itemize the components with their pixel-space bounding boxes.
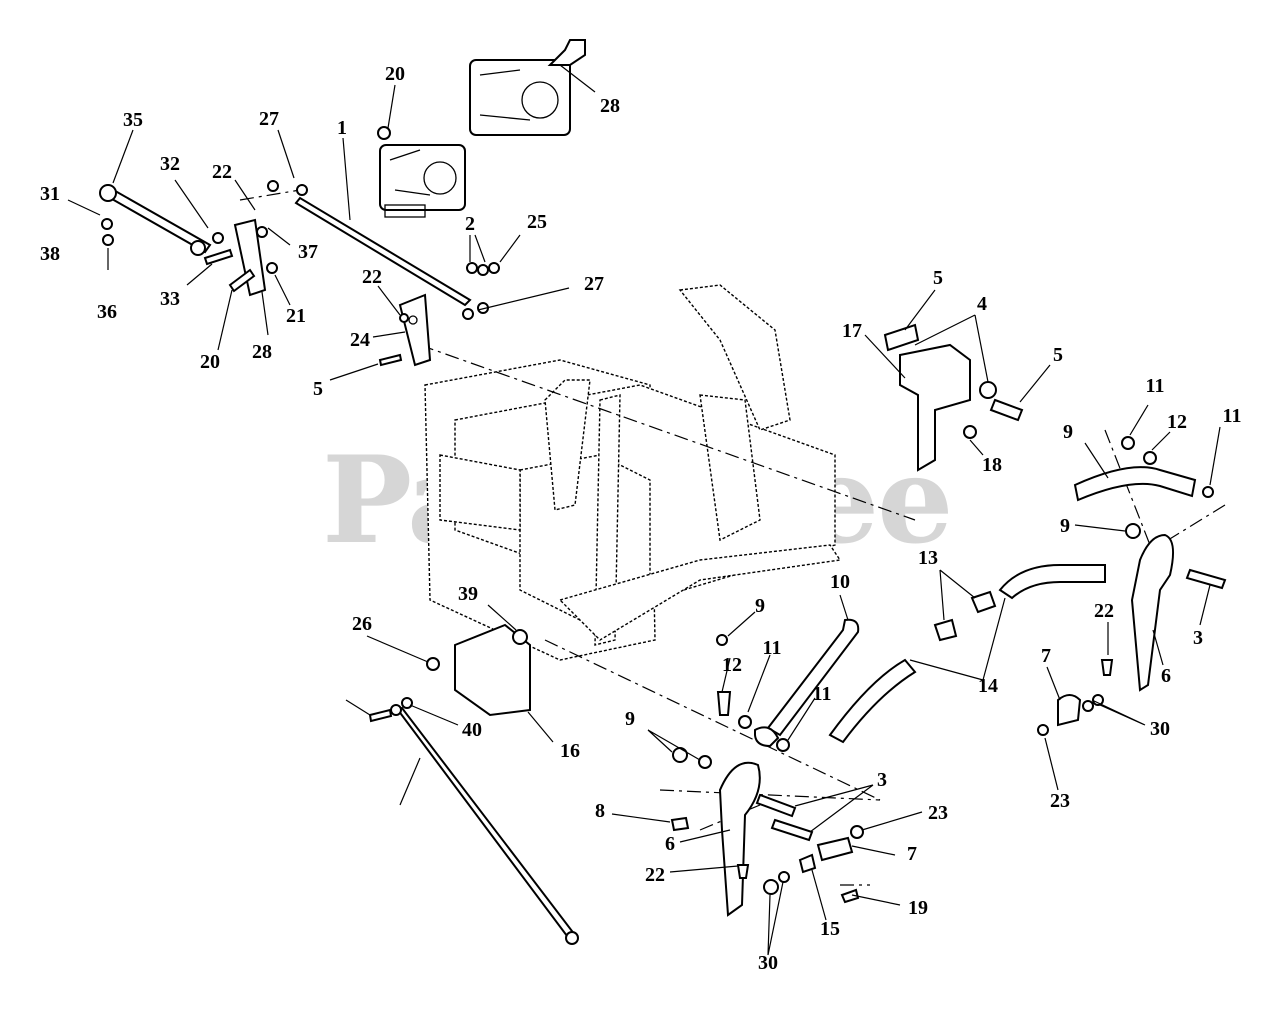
callout-37: 39 bbox=[458, 583, 478, 605]
leader-lines bbox=[67, 64, 1221, 956]
callout-9-right: 9 bbox=[1060, 515, 1070, 537]
callout-24: 24 bbox=[350, 329, 370, 351]
callout-10-center: 10 bbox=[830, 571, 850, 593]
callout-23-lower: 23 bbox=[928, 802, 948, 824]
callout-21: 22 bbox=[212, 161, 232, 183]
handle-10-right bbox=[1073, 436, 1214, 502]
callout-3-lower: 3 bbox=[877, 769, 887, 791]
callout-19-lower: 19 bbox=[908, 897, 928, 919]
callout-1: 1 bbox=[337, 117, 347, 139]
chassis-frame bbox=[424, 284, 842, 661]
lever-6-lower bbox=[670, 747, 864, 917]
callout-15: 15 bbox=[820, 918, 840, 940]
callout-11-far-right: 11 bbox=[1223, 405, 1242, 427]
control-rod bbox=[99, 184, 472, 307]
callout-11-center: 11 bbox=[763, 637, 782, 659]
lever-6-right bbox=[1037, 523, 1227, 736]
callout-26: 26 bbox=[352, 613, 372, 635]
callout-6-lower: 6 bbox=[665, 833, 675, 855]
callout-34: 36 bbox=[97, 301, 117, 323]
callout-7-lower: 7 bbox=[907, 843, 917, 865]
callout-8: 8 bbox=[595, 800, 605, 822]
callout-11-center-low: 11 bbox=[813, 683, 832, 705]
callout-12-center: 12 bbox=[722, 654, 742, 676]
callout-5-right: 5 bbox=[1053, 344, 1063, 366]
callout-14: 14 bbox=[978, 675, 998, 697]
callout-25: 25 bbox=[527, 211, 547, 233]
callout-36: 38 bbox=[40, 243, 60, 265]
callout-22-right: 22 bbox=[1094, 600, 1114, 622]
callout-28-top: 28 bbox=[600, 95, 620, 117]
handle-10-center bbox=[716, 618, 860, 752]
callout-18: 18 bbox=[982, 454, 1002, 476]
callout-12-right: 12 bbox=[1167, 411, 1187, 433]
small-hardware-upper-left bbox=[101, 126, 500, 367]
hydro-pump-lower bbox=[379, 144, 466, 218]
callout-20-mid: 21 bbox=[286, 305, 306, 327]
callout-23-right: 23 bbox=[1050, 790, 1070, 812]
bracket-24 bbox=[398, 293, 432, 367]
callout-3-right: 3 bbox=[1193, 627, 1203, 649]
callout-27-mid: 27 bbox=[584, 273, 604, 295]
callout-30-lower: 30 bbox=[758, 952, 778, 974]
alignment-lines bbox=[239, 189, 1226, 886]
callout-31-left: 31 bbox=[40, 183, 60, 205]
callout-19-left: 20 bbox=[200, 351, 220, 373]
callout-5-left: 5 bbox=[313, 378, 323, 400]
callout-9-lower: 9 bbox=[625, 708, 635, 730]
callout-31-mid: 32 bbox=[160, 153, 180, 175]
callout-4: 4 bbox=[977, 293, 987, 315]
callout-6-right: 6 bbox=[1161, 665, 1171, 687]
callout-28-mid: 28 bbox=[252, 341, 272, 363]
callout-17: 17 bbox=[842, 320, 862, 342]
callout-9-center: 9 bbox=[755, 595, 765, 617]
callout-labels: 20 28 35 27 1 31 32 22 38 37 2 25 33 36 … bbox=[40, 63, 1241, 974]
control-arm-28 bbox=[233, 218, 278, 297]
callout-7-right: 7 bbox=[1041, 645, 1051, 667]
callout-22-lower: 22 bbox=[645, 864, 665, 886]
bracket-16 bbox=[426, 623, 531, 717]
callout-27-top: 27 bbox=[259, 108, 279, 130]
callout-2: 2 bbox=[465, 213, 475, 235]
callout-13: 13 bbox=[918, 547, 938, 569]
callout-30-right: 30 bbox=[1150, 718, 1170, 740]
hydro-pump-upper bbox=[469, 39, 586, 136]
callout-20-top: 20 bbox=[385, 63, 405, 85]
callout-10-right: 9 bbox=[1063, 421, 1073, 443]
hose-14 bbox=[828, 564, 1106, 744]
rod-39 bbox=[368, 697, 579, 945]
callout-33: 35 bbox=[123, 109, 143, 131]
callout-32: 33 bbox=[160, 288, 180, 310]
callout-22-top: 22 bbox=[362, 266, 382, 288]
callout-11-top: 11 bbox=[1146, 375, 1165, 397]
callout-16: 16 bbox=[560, 740, 580, 762]
callout-35: 37 bbox=[298, 241, 318, 263]
bracket-17 bbox=[883, 323, 1024, 472]
callout-5-top-right: 5 bbox=[933, 267, 943, 289]
callout-38: 40 bbox=[462, 719, 482, 741]
